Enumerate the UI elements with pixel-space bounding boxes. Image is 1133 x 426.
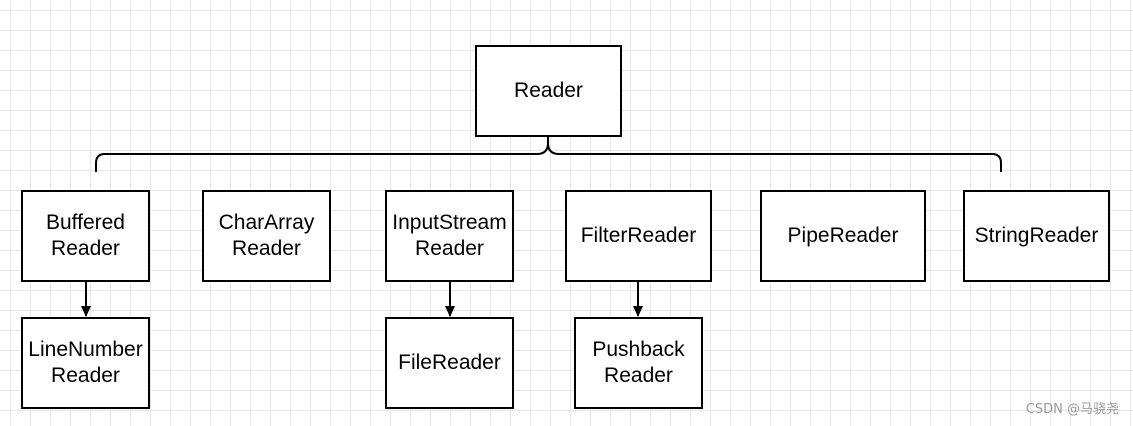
node-inputstream-reader: InputStream Reader bbox=[385, 190, 514, 282]
node-filter-reader: FilterReader bbox=[565, 190, 712, 282]
node-buffered-reader: Buffered Reader bbox=[21, 190, 150, 282]
node-chararray-reader: CharArray Reader bbox=[202, 190, 331, 282]
node-linenumber-reader: LineNumber Reader bbox=[21, 317, 150, 409]
node-label: Pushback Reader bbox=[592, 338, 685, 387]
node-pipe-reader: PipeReader bbox=[760, 190, 926, 282]
node-label: Buffered Reader bbox=[45, 211, 125, 260]
node-file-reader: FileReader bbox=[385, 317, 514, 409]
node-label: FilterReader bbox=[580, 224, 697, 247]
node-label: Reader bbox=[514, 79, 583, 102]
node-label: StringReader bbox=[974, 224, 1099, 247]
node-label: FileReader bbox=[398, 351, 501, 374]
node-label: LineNumber Reader bbox=[28, 338, 143, 387]
node-reader: Reader bbox=[475, 45, 622, 137]
node-label: CharArray Reader bbox=[218, 211, 315, 260]
curly-brace-connector bbox=[95, 137, 1002, 172]
node-label: InputStream Reader bbox=[392, 211, 507, 260]
node-label: PipeReader bbox=[787, 224, 899, 247]
watermark: CSDN @马骁尧 bbox=[1025, 402, 1119, 417]
node-string-reader: StringReader bbox=[963, 190, 1110, 282]
node-pushback-reader: Pushback Reader bbox=[574, 317, 703, 409]
